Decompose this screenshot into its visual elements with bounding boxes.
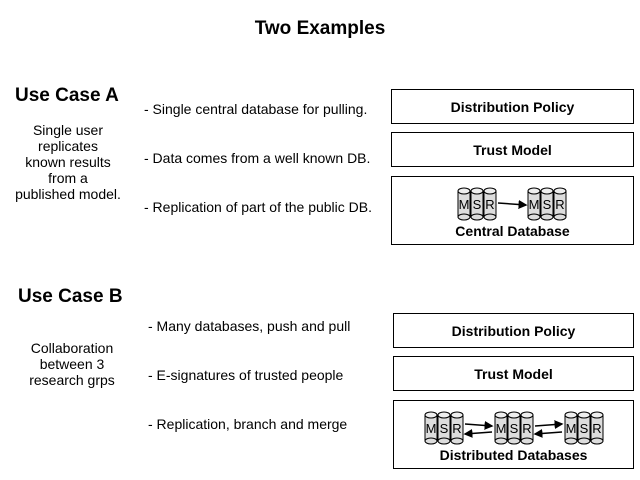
use-case-b-distribution-policy-box: Distribution Policy xyxy=(393,313,634,348)
letter-s: S xyxy=(580,421,589,436)
use-case-a-bullet-3: - Replication of part of the public DB. xyxy=(144,199,373,215)
trust-model-label: Trust Model xyxy=(473,141,552,158)
page-title: Two Examples xyxy=(254,18,386,39)
use-case-a-description: Single user replicates known results fro… xyxy=(8,122,128,202)
cylinder-m: M xyxy=(564,411,578,445)
cylinder-r: R xyxy=(520,411,534,445)
description-line: Single user xyxy=(32,122,104,138)
use-case-b-trust-model-box: Trust Model xyxy=(393,356,634,391)
description-line: known results xyxy=(25,154,111,170)
pull-arrow xyxy=(463,428,493,438)
cylinder-s: S xyxy=(540,187,554,221)
cylinder-m: M xyxy=(527,187,541,221)
letter-m: M xyxy=(426,421,437,436)
description-line: research grps xyxy=(29,372,115,388)
use-case-a-distribution-policy-box: Distribution Policy xyxy=(391,89,634,124)
central-database-box: M S R M S R Central Database xyxy=(391,176,634,245)
cylinder-r: R xyxy=(553,187,567,221)
distributed-databases-label: Distributed Databases xyxy=(439,447,588,463)
repository-icon: M S R xyxy=(494,411,534,445)
use-case-b-bullet-1: - Many databases, push and pull xyxy=(148,318,351,334)
letter-m: M xyxy=(459,197,470,212)
description-line: replicates xyxy=(38,138,98,154)
use-case-a-trust-model-box: Trust Model xyxy=(391,132,634,167)
letter-s: S xyxy=(473,197,482,212)
push-arrow xyxy=(464,420,494,430)
cylinder-m: M xyxy=(494,411,508,445)
letter-r: R xyxy=(592,421,601,436)
letter-s: S xyxy=(510,421,519,436)
distribution-policy-label: Distribution Policy xyxy=(451,322,576,339)
use-case-a-bullet-2: - Data comes from a well known DB. xyxy=(144,150,371,166)
letter-s: S xyxy=(440,421,449,436)
distributed-databases-diagram: M S R M S R M S R xyxy=(424,411,604,445)
cylinder-s: S xyxy=(470,187,484,221)
use-case-a-title: Use Case A xyxy=(15,85,119,106)
letter-m: M xyxy=(529,197,540,212)
distribution-policy-label: Distribution Policy xyxy=(450,98,575,115)
use-case-a-bullet-1: - Single central database for pulling. xyxy=(144,101,368,117)
description-line: Collaboration xyxy=(30,340,114,356)
use-case-b-bullet-2: - E-signatures of trusted people xyxy=(148,367,344,383)
use-case-b-description: Collaboration between 3 research grps xyxy=(12,340,132,388)
trust-model-label: Trust Model xyxy=(474,365,553,382)
letter-m: M xyxy=(566,421,577,436)
letter-r: R xyxy=(555,197,564,212)
repository-icon: M S R xyxy=(424,411,464,445)
letter-s: S xyxy=(543,197,552,212)
use-case-b-title: Use Case B xyxy=(18,286,123,307)
use-case-b-bullet-3: - Replication, branch and merge xyxy=(148,416,348,432)
cylinder-r: R xyxy=(450,411,464,445)
description-line: published model. xyxy=(15,186,121,202)
letter-r: R xyxy=(452,421,461,436)
push-arrow xyxy=(534,420,564,430)
cylinder-s: S xyxy=(437,411,451,445)
cylinder-s: S xyxy=(577,411,591,445)
repository-icon: M S R xyxy=(457,187,497,221)
repository-icon: M S R xyxy=(527,187,567,221)
description-line: between 3 xyxy=(39,356,105,372)
cylinder-m: M xyxy=(457,187,471,221)
replication-arrow xyxy=(497,199,528,209)
central-database-label: Central Database xyxy=(455,223,570,239)
central-database-diagram: M S R M S R xyxy=(457,187,567,221)
cylinder-m: M xyxy=(424,411,438,445)
letter-r: R xyxy=(485,197,494,212)
repository-icon: M S R xyxy=(564,411,604,445)
cylinder-r: R xyxy=(483,187,497,221)
letter-m: M xyxy=(496,421,507,436)
description-line: from a xyxy=(48,170,88,186)
distributed-databases-box: M S R M S R M S R Distributed Databases xyxy=(393,400,634,469)
cylinder-r: R xyxy=(590,411,604,445)
letter-r: R xyxy=(522,421,531,436)
pull-arrow xyxy=(533,428,563,438)
cylinder-s: S xyxy=(507,411,521,445)
